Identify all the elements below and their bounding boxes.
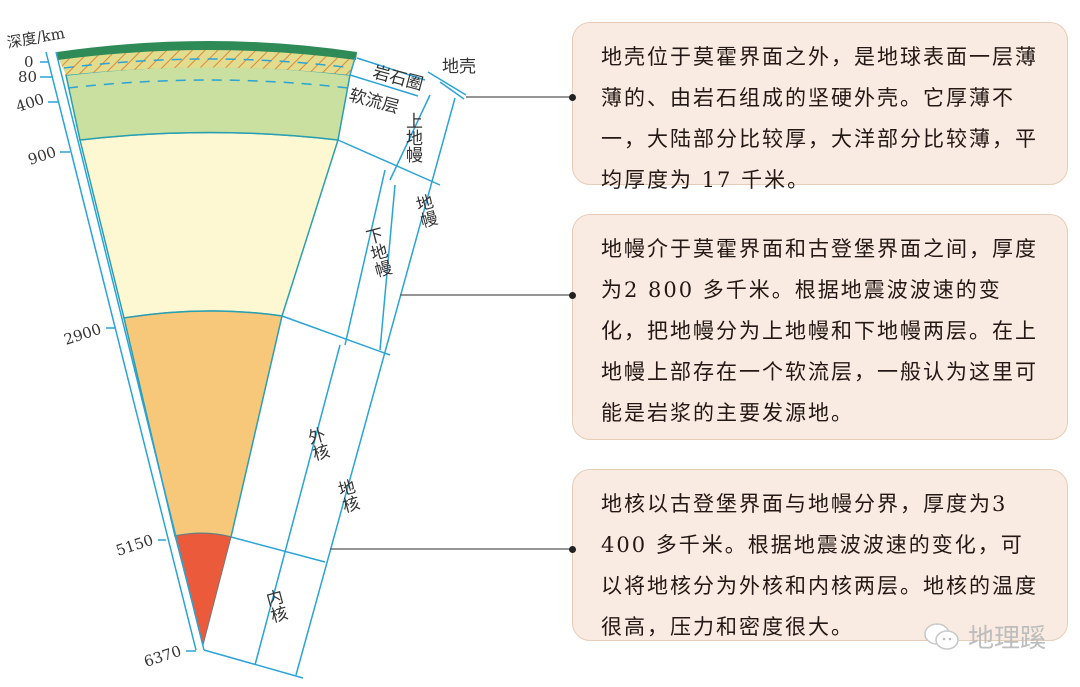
depth-tick-80: 80 xyxy=(18,68,37,86)
label-crust: 地壳 xyxy=(442,57,476,77)
lithosphere-layer xyxy=(58,48,356,75)
inner-core-layer xyxy=(174,532,232,646)
depth-tick-400: 400 xyxy=(14,90,47,116)
depth-tick-0: 0 xyxy=(24,53,34,71)
note-core-text: 地核以古登堡界面与地幔分界，厚度为3 400 多千米。根据地震波波速的变化，可以… xyxy=(601,492,1038,639)
label-asthenosphere: 软流层 xyxy=(347,86,401,119)
leader-dot xyxy=(569,546,576,553)
wedge-layers xyxy=(57,41,357,646)
leader-lines xyxy=(330,96,574,550)
depth-axis xyxy=(40,51,205,652)
watermark-text: 地理蹊 xyxy=(968,624,1047,654)
upper-mantle-layer xyxy=(65,65,351,141)
note-mantle-text: 地幔介于莫霍界面和古登堡界面之间，厚度为2 800 多千米。根据地震波波速的变化… xyxy=(601,237,1038,425)
note-core: 地核以古登堡界面与地幔分界，厚度为3 400 多千米。根据地震波波速的变化，可以… xyxy=(572,469,1068,641)
label-inner-core: 内核 xyxy=(260,587,289,625)
depth-tick-5150: 5150 xyxy=(114,531,156,560)
note-crust: 地壳位于莫霍界面之外，是地球表面一层薄薄的、由岩石组成的坚硬外壳。它厚薄不一，大… xyxy=(572,22,1068,192)
note-crust-text: 地壳位于莫霍界面之外，是地球表面一层薄薄的、由岩石组成的坚硬外壳。它厚薄不一，大… xyxy=(601,45,1038,192)
watermark: 地理蹊 xyxy=(922,618,1046,655)
depth-tick-900: 900 xyxy=(26,143,59,169)
depth-tick-2900: 2900 xyxy=(62,320,104,349)
lower-mantle-layer xyxy=(79,131,339,319)
leader-dot xyxy=(569,94,576,101)
wechat-icon xyxy=(924,622,959,650)
label-core: 地核 xyxy=(332,477,361,515)
leader-dot xyxy=(569,292,576,299)
label-upper-mantle: 上地幔 xyxy=(402,112,423,163)
dimension-lines xyxy=(203,57,467,679)
label-outer-core: 外核 xyxy=(302,425,331,463)
label-mantle: 地幔 xyxy=(410,192,439,230)
crust-layer xyxy=(57,41,357,60)
note-mantle: 地幔介于莫霍界面和古登堡界面之间，厚度为2 800 多千米。根据地震波波速的变化… xyxy=(572,214,1068,440)
axis-title: 深度/km xyxy=(6,24,67,52)
depth-tick-6370: 6370 xyxy=(142,642,184,671)
